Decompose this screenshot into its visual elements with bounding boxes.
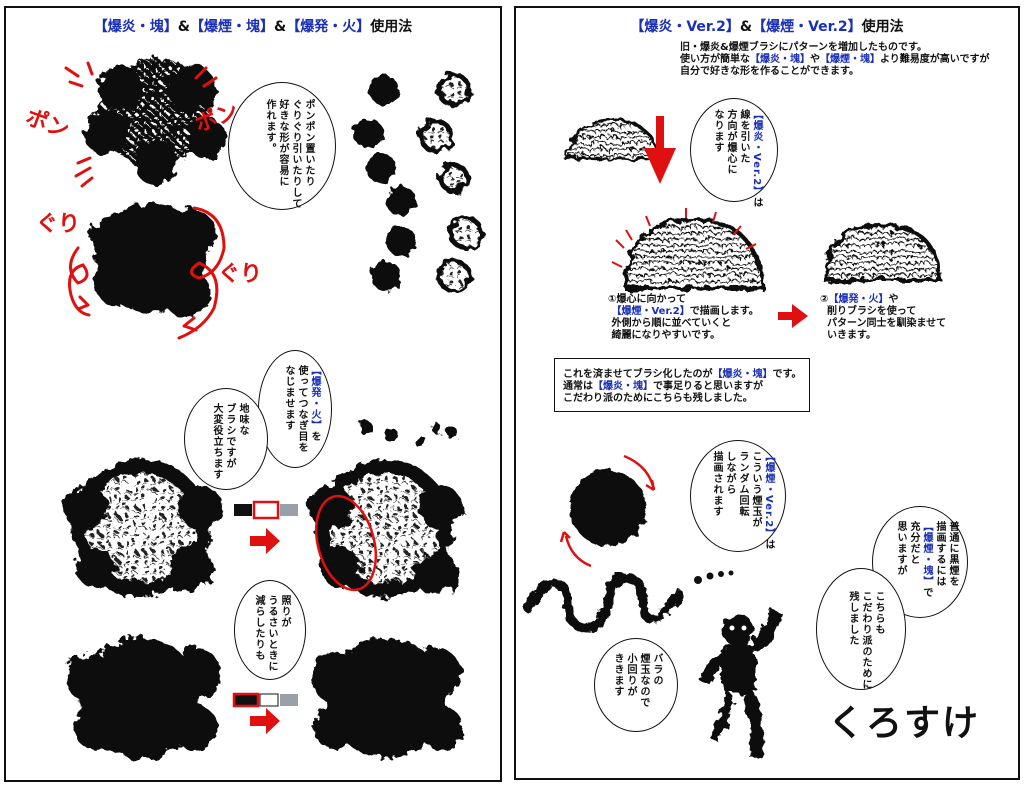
title-amp: & — [177, 19, 190, 35]
bubble-line: ききます — [612, 653, 623, 697]
step-line: 外側から順に並べていくと — [611, 318, 732, 329]
title-amp: & — [739, 19, 753, 35]
step-line: ② — [820, 294, 829, 305]
bubble-line: 使ってつなぎ目を — [296, 365, 307, 453]
bubble-line: 減らしたりも — [253, 595, 264, 661]
brush-swatch-2 — [232, 692, 298, 708]
intro-line: や — [810, 54, 820, 65]
bubble-line: ぐりぐり引いたりして — [290, 99, 301, 209]
blob-pon — [84, 58, 226, 185]
bubble-line: 描画するには — [934, 521, 945, 587]
bubble-line: で — [921, 587, 932, 598]
title-brush-1: 【爆炎・塊】 — [93, 19, 178, 35]
sfx-guri-right: ぐり — [218, 262, 263, 287]
box-line: です。 — [772, 369, 802, 380]
speech-bubble-4: こちらも こだわり派のために 残しました — [816, 568, 906, 690]
bubble-line: こちらも — [873, 591, 884, 635]
bubble-line: は — [763, 539, 774, 551]
right-page-title: 【爆炎・Ver.2】&【爆煙・Ver.2】使用法 — [516, 16, 1018, 36]
box-line: こだわり派のためにこちらも残しました。 — [563, 393, 753, 404]
step-line: いきます。 — [826, 330, 876, 341]
bubble-line: 普通に黒煙を — [947, 521, 958, 587]
bubble-line: 線を引いた — [738, 109, 749, 164]
speech-bubble-4: 照りが うるさいときに 減らしたりも — [234, 580, 306, 680]
title-brush-2: 【爆煙・Ver.2】 — [752, 19, 862, 35]
box-highlight: 【爆炎・塊】 — [712, 369, 773, 380]
bubble-line: 大変役立ちます — [211, 403, 222, 480]
speech-bubble-5: バラの 煙玉なので 小回りが ききます — [594, 638, 678, 732]
intro-line: 使い方が簡単な — [680, 54, 750, 65]
intro-highlight: 【爆煙・塊】 — [820, 54, 880, 65]
signature: くろすけ — [828, 703, 981, 744]
speech-bubble-3: 地味な ブラシですが 大変役立ちます — [184, 388, 268, 490]
intro-line: 旧・爆炎&爆煙ブラシにパターンを増加したものです。 — [680, 42, 928, 53]
title-suffix: 使用法 — [861, 19, 904, 35]
bubble-line: 煙玉なので — [638, 653, 649, 708]
bubble-line: こだわり派のために — [860, 591, 871, 690]
intro-highlight: 【爆炎・塊】 — [750, 54, 810, 65]
step-line: で描画します。 — [689, 306, 759, 317]
bubble-line: 作れます。 — [264, 99, 275, 154]
left-page-title: 【爆炎・塊】&【爆煙・塊】&【爆発・火】使用法 — [6, 16, 500, 36]
title-amp: & — [274, 19, 287, 35]
right-page: 【爆炎・Ver.2】&【爆煙・Ver.2】使用法 旧・爆炎&爆煙ブラシにパターン… — [514, 6, 1020, 780]
box-line: これを済ませてブラシ化したのが — [563, 369, 713, 380]
bubble-line: なります — [712, 109, 723, 153]
speech-bubble-1: ポンポン置いたり ぐりぐり引いたりして 好きな形が容易に 作れます。 — [228, 82, 336, 210]
step-line: や — [888, 294, 899, 305]
box-line: 通常は — [563, 381, 593, 392]
smoke-illustrations — [64, 58, 484, 758]
speech-bubble-2: 【爆煙・Ver.2】は こういう煙玉が ランダム回転 しながら 描画されます — [690, 440, 786, 552]
bubble-line: こういう煙玉が — [750, 451, 761, 528]
step-line: パターン同士を馴染ませて — [826, 318, 947, 329]
bubble-line: うるさいときに — [266, 595, 277, 672]
intro-line: 自分で好きな形を作ることができます。 — [680, 66, 859, 77]
bubble-line: 好きな形が容易に — [277, 99, 288, 187]
title-suffix: 使用法 — [370, 19, 413, 35]
smoke-illustrations — [523, 116, 944, 758]
title-brush-3: 【爆発・火】 — [286, 19, 371, 35]
bubble-line: ポンポン置いたり — [303, 99, 314, 187]
sfx-guri-left: ぐり — [36, 212, 81, 237]
bubble-line: バラの — [651, 653, 662, 686]
smoke-figure — [700, 609, 782, 758]
bubble-line: 方向が爆心に — [725, 109, 736, 175]
bubble-line: 残しました — [847, 591, 858, 646]
bubble-highlight: 【爆炎・Ver.2】 — [751, 109, 762, 198]
step-line: 削りブラシを使って — [826, 306, 917, 317]
bubble-line: 充分だと — [908, 521, 919, 565]
bubble-line: しながら — [724, 451, 735, 495]
brush-swatch-1 — [234, 500, 298, 520]
bubble-line: 小回りが — [625, 653, 636, 697]
bubble-line: なじませます — [283, 365, 294, 431]
bubble-highlight: 【爆煙・Ver.2】 — [763, 451, 774, 540]
step-1-text: ①爆心に向かって 【爆煙・Ver.2】で描画します。 外側から順に並べていくと … — [608, 294, 759, 342]
intro-text: 旧・爆炎&爆煙ブラシにパターンを増加したものです。 使い方が簡単な【爆炎・塊】や… — [680, 42, 990, 78]
bubble-highlight: 【爆発・火】 — [309, 365, 320, 431]
title-brush-2: 【爆煙・塊】 — [190, 19, 274, 35]
bubble-line: を — [309, 431, 320, 442]
intro-line: より難易度が高いですが — [880, 54, 990, 65]
bubble-line: 照りが — [279, 595, 290, 628]
speech-bubble-1: 【爆炎・Ver.2】は 線を引いた 方向が爆心に なります — [690, 98, 778, 208]
box-highlight: 【爆炎・塊】 — [593, 381, 653, 392]
explanation-box: これを済ませてブラシ化したのが【爆炎・塊】です。 通常は【爆炎・塊】で事足りると… — [554, 358, 810, 412]
speech-bubble-2: 【爆発・火】を 使ってつなぎ目を なじませます — [258, 350, 332, 468]
title-brush-1: 【爆炎・Ver.2】 — [630, 19, 740, 35]
bubble-line: は — [751, 197, 762, 209]
step-line: 綺麗になりやすいです。 — [611, 330, 721, 341]
bubble-line: 描画されます — [711, 451, 722, 517]
step-line: ①爆心に向かって — [608, 294, 686, 305]
bubble-line: 思いますが — [895, 521, 906, 576]
step-highlight: 【爆発・火】 — [828, 294, 889, 305]
bubble-line: 地味な — [237, 403, 248, 436]
red-annotations — [64, 61, 378, 592]
left-page: 【爆炎・塊】&【爆煙・塊】&【爆発・火】使用法 — [4, 6, 502, 782]
bubble-line: ランダム回転 — [737, 451, 748, 517]
box-line: で事足りると思いますが — [653, 381, 763, 392]
bubble-highlight: 【爆煙・塊】 — [921, 521, 932, 587]
step-highlight: 【爆煙・Ver.2】 — [611, 306, 690, 317]
step-2-text: ②【爆発・火】や 削りブラシを使って パターン同士を馴染ませて いきます。 — [820, 294, 946, 342]
bubble-line: ブラシですが — [224, 403, 235, 469]
